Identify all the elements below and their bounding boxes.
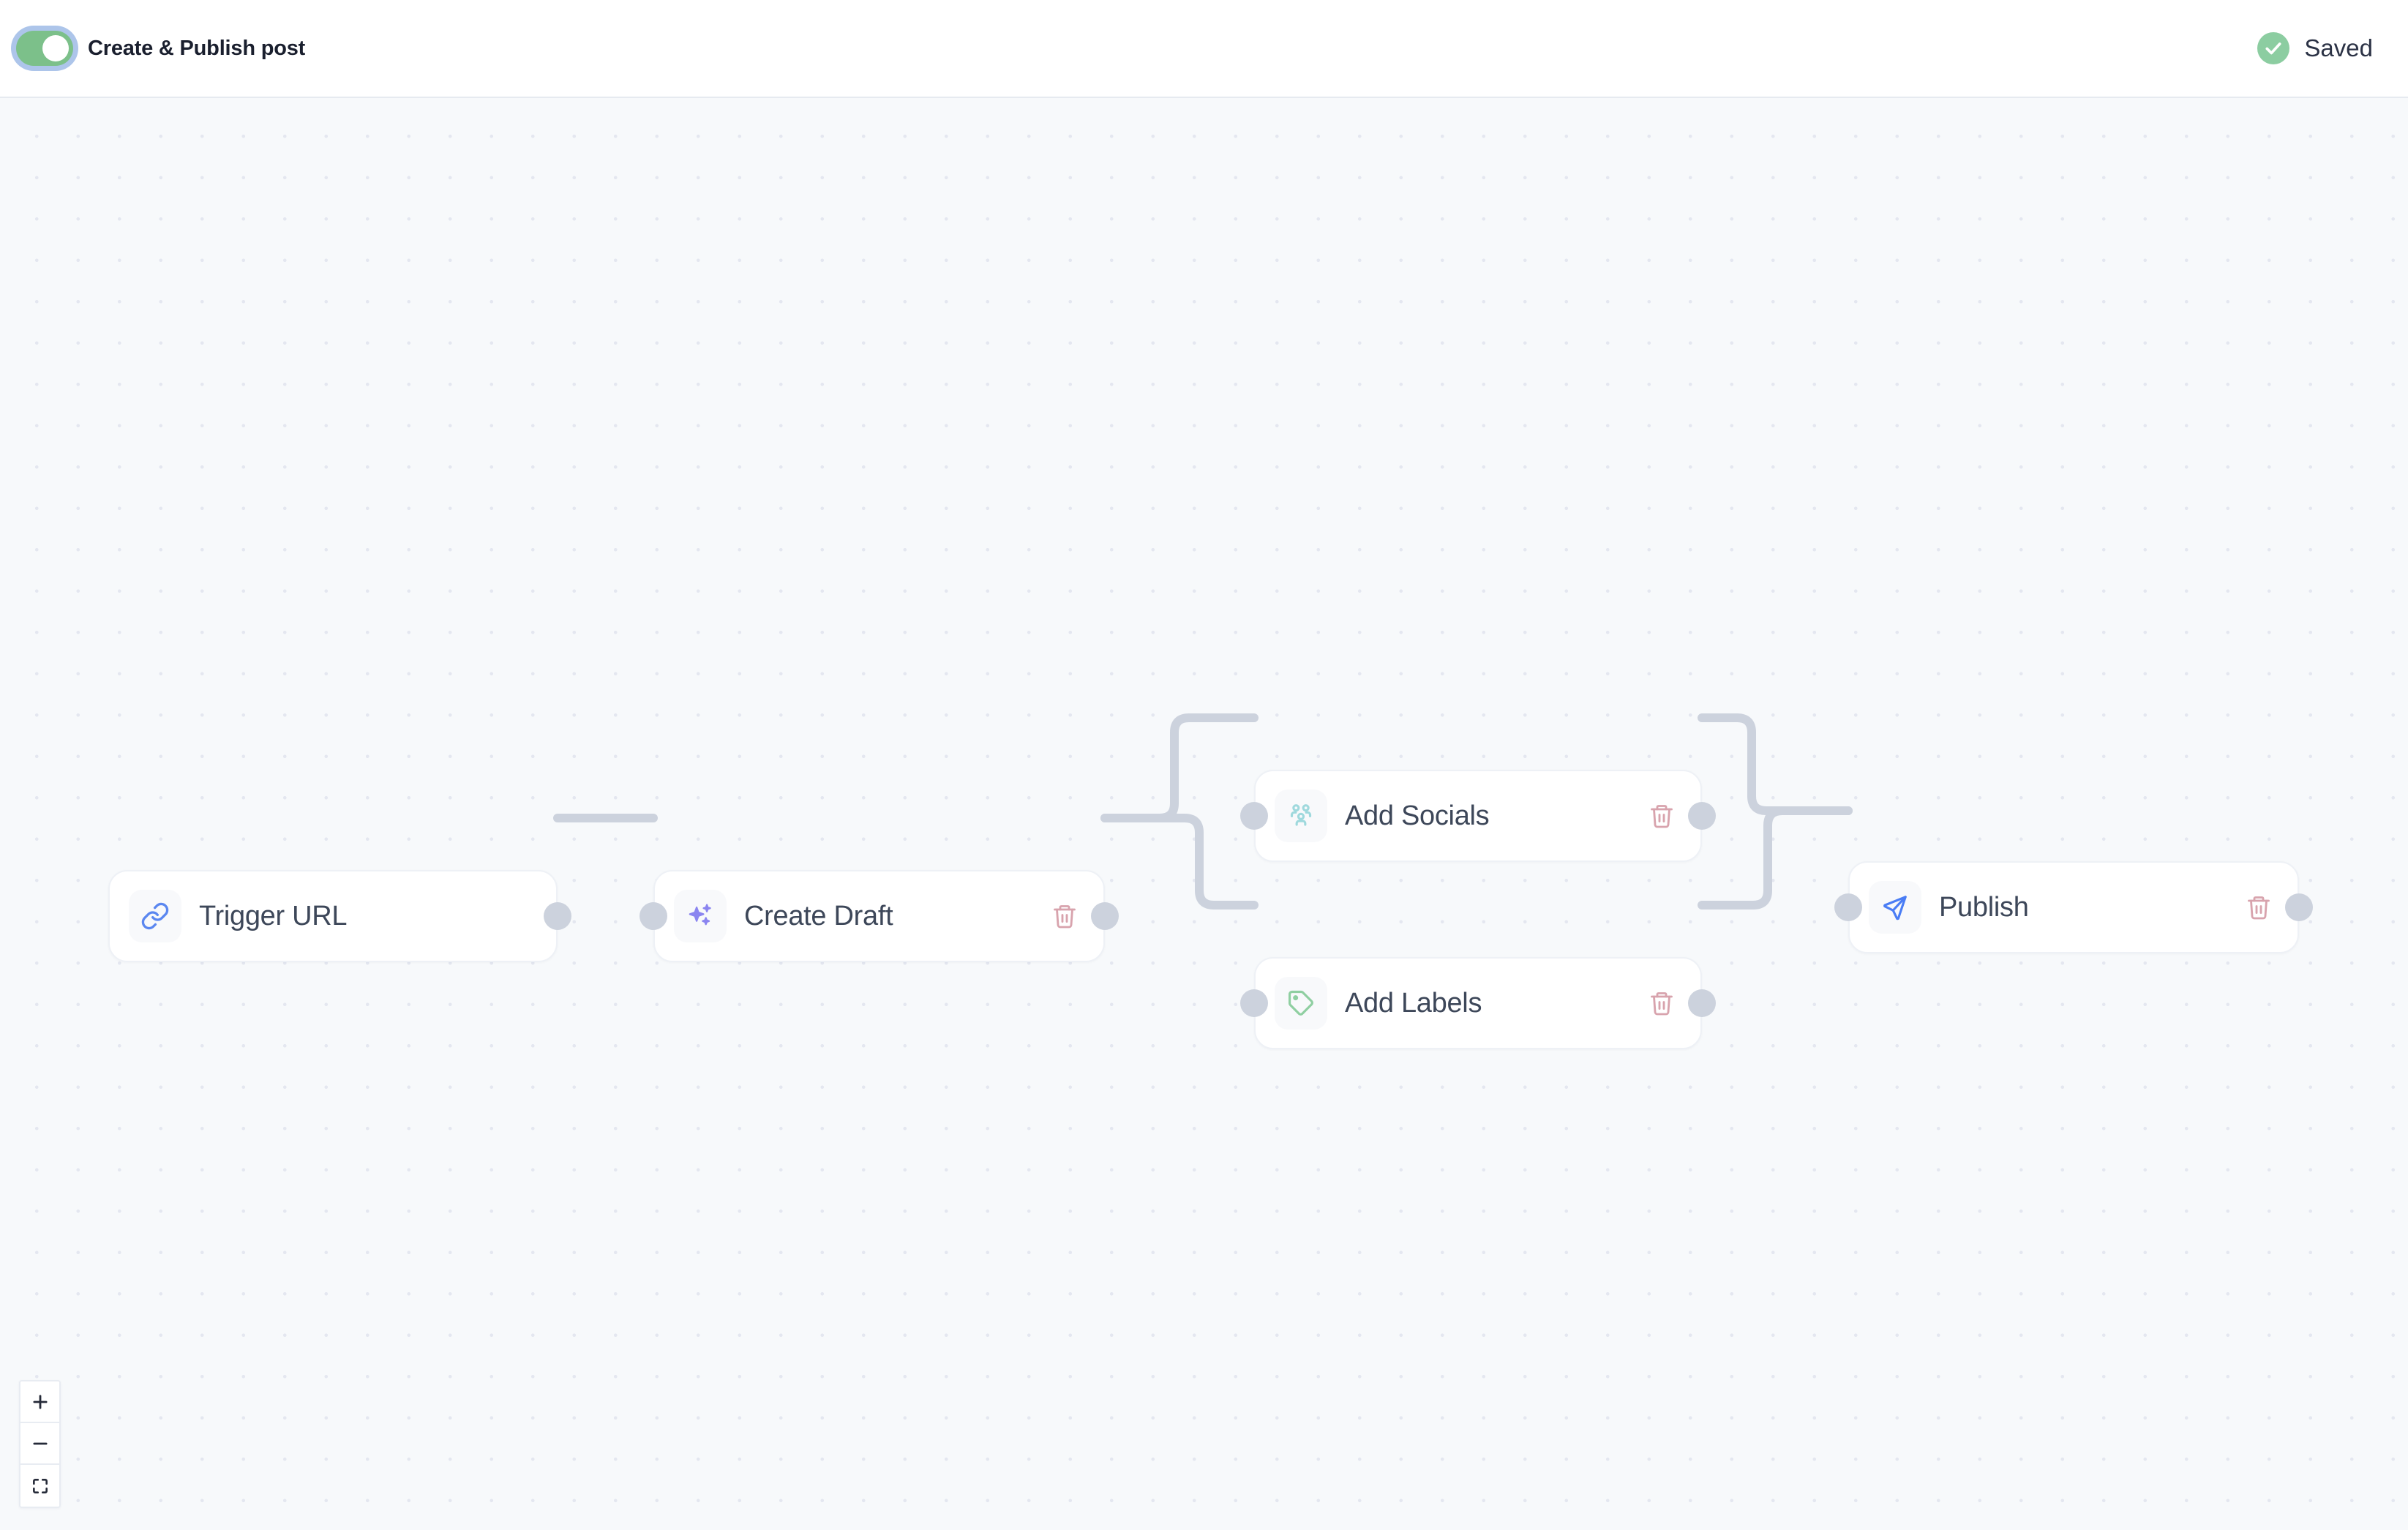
sparkles-icon <box>674 890 727 942</box>
check-circle-icon <box>2257 32 2290 64</box>
node-add-labels[interactable]: Add Labels <box>1254 957 1702 1049</box>
port-add-labels-output[interactable] <box>1688 989 1716 1017</box>
send-icon <box>1869 881 1921 934</box>
zoom-in-button[interactable] <box>20 1381 59 1423</box>
node-trigger-url[interactable]: Trigger URL <box>108 870 558 962</box>
delete-node-button[interactable] <box>1045 896 1084 936</box>
save-status: Saved <box>2257 32 2373 64</box>
zoom-out-button[interactable] <box>20 1423 59 1465</box>
link-icon <box>129 890 181 942</box>
node-label: Add Socials <box>1345 800 1490 831</box>
port-create-draft-input[interactable] <box>639 902 667 930</box>
workflow-canvas[interactable]: Trigger URL Create Draft <box>0 98 2408 1530</box>
edge-socials-to-publish <box>1698 713 1853 815</box>
edge-labels-to-publish <box>1698 806 1853 910</box>
header-left-group: Create & Publish post <box>16 31 305 66</box>
workflow-title: Create & Publish post <box>88 36 306 60</box>
port-publish-input[interactable] <box>1834 893 1862 921</box>
delete-node-button[interactable] <box>1642 796 1681 836</box>
toggle-knob <box>42 35 69 61</box>
node-label: Create Draft <box>744 900 893 931</box>
port-add-socials-input[interactable] <box>1240 802 1268 830</box>
edge-layer <box>553 713 1853 910</box>
port-trigger-url-output[interactable] <box>544 902 571 930</box>
zoom-controls <box>19 1380 61 1508</box>
node-publish[interactable]: Publish <box>1848 861 2299 953</box>
port-publish-output[interactable] <box>2285 893 2313 921</box>
delete-node-button[interactable] <box>2239 888 2278 927</box>
app-header: Create & Publish post Saved <box>0 0 2408 98</box>
delete-node-button[interactable] <box>1642 983 1681 1023</box>
edge-draft-to-labels <box>1100 814 1259 910</box>
edge-draft-to-socials <box>1100 713 1259 822</box>
port-create-draft-output[interactable] <box>1091 902 1119 930</box>
node-label: Add Labels <box>1345 987 1482 1019</box>
node-create-draft[interactable]: Create Draft <box>653 870 1105 962</box>
tag-icon <box>1275 977 1327 1030</box>
port-add-socials-output[interactable] <box>1688 802 1716 830</box>
save-status-label: Saved <box>2304 34 2373 61</box>
port-add-labels-input[interactable] <box>1240 989 1268 1017</box>
users-group-icon <box>1275 790 1327 842</box>
node-label: Trigger URL <box>199 900 348 931</box>
workflow-enabled-toggle[interactable] <box>16 31 73 66</box>
fit-view-button[interactable] <box>20 1465 59 1507</box>
node-label: Publish <box>1939 891 2029 923</box>
node-add-socials[interactable]: Add Socials <box>1254 770 1702 862</box>
